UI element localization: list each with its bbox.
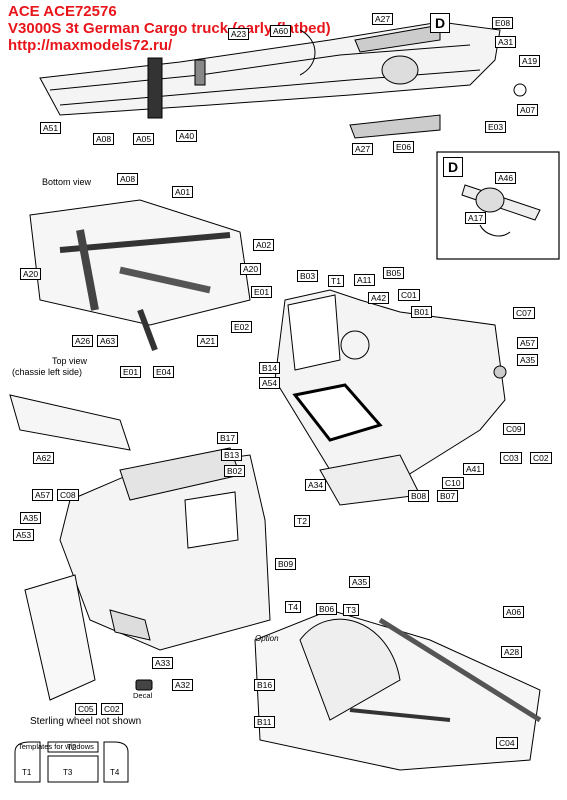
part-label: B14 — [259, 362, 281, 374]
part-label: C10 — [442, 477, 464, 489]
part-label: B16 — [254, 679, 276, 691]
part-label: A27 — [352, 143, 374, 155]
part-label: B05 — [383, 267, 405, 279]
caption-templates: Templates for windows — [18, 742, 94, 751]
part-label: A41 — [463, 463, 485, 475]
caption-sterling-note: Sterling wheel not shown — [30, 716, 142, 727]
part-label: A62 — [33, 452, 55, 464]
caption-bottom-view: Bottom view — [42, 177, 92, 187]
caption-top-view: Top view — [52, 356, 88, 366]
template-t2: T2 — [67, 743, 77, 752]
part-label: E03 — [485, 121, 507, 133]
header-line-1: ACE ACE72576 — [8, 3, 117, 20]
part-label: B01 — [411, 306, 433, 318]
part-label: C02 — [530, 452, 552, 464]
part-label: B06 — [316, 603, 338, 615]
part-label: C09 — [503, 423, 525, 435]
part-label: T3 — [343, 604, 359, 616]
part-label: A02 — [253, 239, 275, 251]
part-label: A33 — [152, 657, 174, 669]
part-label: T4 — [285, 601, 301, 613]
detail-d-marker: D — [430, 13, 450, 33]
template-t3: T3 — [63, 768, 73, 777]
part-label: B17 — [217, 432, 239, 444]
part-label: A46 — [495, 172, 517, 184]
part-label: A42 — [368, 292, 390, 304]
part-label: C04 — [496, 737, 518, 749]
part-label: C03 — [500, 452, 522, 464]
part-label: A63 — [97, 335, 119, 347]
part-label: A51 — [40, 122, 62, 134]
part-label: A26 — [72, 335, 94, 347]
part-label: A06 — [503, 606, 525, 618]
part-label: C07 — [513, 307, 535, 319]
detail-d-inset-marker: D — [443, 157, 463, 177]
part-label: A11 — [354, 274, 375, 286]
part-label: B07 — [437, 490, 459, 502]
part-label: B13 — [221, 449, 243, 461]
part-label: A20 — [240, 263, 262, 275]
part-label: A01 — [172, 186, 194, 198]
part-label: A08 — [117, 173, 139, 185]
part-label: A35 — [349, 576, 371, 588]
part-label: A35 — [20, 512, 42, 524]
part-label: A27 — [372, 13, 394, 25]
part-label: E08 — [492, 17, 514, 29]
part-label: T1 — [328, 275, 344, 287]
part-label: A57 — [517, 337, 539, 349]
part-label: C01 — [398, 289, 420, 301]
part-label: C08 — [57, 489, 79, 501]
part-label: E01 — [251, 286, 273, 298]
part-label: A32 — [172, 679, 194, 691]
part-label: T2 — [294, 515, 310, 527]
template-t4: T4 — [110, 768, 120, 777]
part-label: A31 — [495, 36, 517, 48]
part-label: A40 — [176, 130, 198, 142]
header-url[interactable]: http://maxmodels72.ru/ — [8, 37, 173, 54]
part-label: A53 — [13, 529, 35, 541]
part-label: A21 — [197, 335, 219, 347]
part-label: A07 — [517, 104, 539, 116]
template-t1: T1 — [22, 768, 32, 777]
part-label: A57 — [32, 489, 54, 501]
header-line-2: V3000S 3t German Cargo truck (early flat… — [8, 20, 331, 37]
part-label: A17 — [465, 212, 487, 224]
caption-option: Option — [255, 634, 279, 643]
part-label: B02 — [224, 465, 246, 477]
part-label: B08 — [408, 490, 430, 502]
part-label: A19 — [519, 55, 541, 67]
part-label: A54 — [259, 377, 281, 389]
part-label: A60 — [270, 25, 292, 37]
part-label: A05 — [133, 133, 155, 145]
part-label: B11 — [254, 716, 275, 728]
part-label: A28 — [501, 646, 523, 658]
caption-decal: Decal — [133, 691, 153, 700]
part-label: E01 — [120, 366, 142, 378]
part-label: A20 — [20, 268, 42, 280]
part-label: A35 — [517, 354, 539, 366]
part-label: A23 — [228, 28, 250, 40]
part-label: B03 — [297, 270, 319, 282]
part-label: E02 — [231, 321, 253, 333]
part-label: B09 — [275, 558, 297, 570]
part-label: C02 — [101, 703, 123, 715]
part-label: E06 — [393, 141, 415, 153]
part-label: A08 — [93, 133, 115, 145]
caption-top-view-sub: (chassie left side) — [12, 367, 83, 377]
part-label: A34 — [305, 479, 327, 491]
part-label: C05 — [75, 703, 97, 715]
part-label: E04 — [153, 366, 175, 378]
